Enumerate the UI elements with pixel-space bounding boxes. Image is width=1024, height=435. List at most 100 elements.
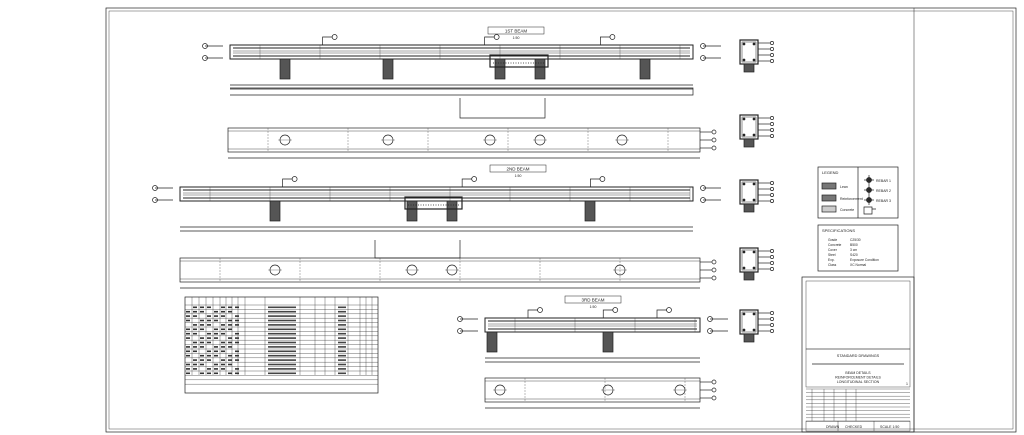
table-cell-value xyxy=(268,372,296,375)
callout-circle xyxy=(770,317,774,321)
project-line: BEAM DETAILS xyxy=(845,371,871,375)
leader-line xyxy=(600,36,611,45)
beam-title-1: 1ST BEAM 1:50 xyxy=(487,26,545,40)
detail-box xyxy=(404,196,463,210)
table-cell-value xyxy=(193,310,197,313)
table-cell-value xyxy=(207,319,211,322)
table-cell-value xyxy=(221,310,225,313)
project-line: LONGITUDINAL SECTION xyxy=(837,380,880,384)
rebar-symbol-icon xyxy=(864,175,874,185)
table-cell-value xyxy=(235,315,239,317)
spec-value: 3 cm xyxy=(850,248,857,252)
table-cell-value xyxy=(338,368,346,370)
callout-circle xyxy=(711,275,717,281)
column xyxy=(486,331,498,353)
rebar-dot xyxy=(742,42,746,46)
callout-circle xyxy=(700,185,706,191)
callout-circle xyxy=(666,307,672,313)
table-cell-value xyxy=(193,359,197,361)
table-cell-value xyxy=(221,363,225,366)
rebar-dot xyxy=(742,117,746,121)
column xyxy=(382,58,394,80)
scale-text: SCALE 1:50 xyxy=(880,425,899,429)
legend-box: LEGEND Lean Reinforcement Concrete REBAR… xyxy=(817,166,899,219)
table-cell-value xyxy=(338,350,346,353)
table-cell-value xyxy=(268,341,296,344)
table-cell-value xyxy=(214,350,218,353)
cross-section xyxy=(739,39,774,73)
table-outline xyxy=(184,296,379,394)
beam-scale-text: 1:50 xyxy=(590,305,597,309)
table-cell-value xyxy=(186,310,190,313)
table-cell-value xyxy=(268,368,296,370)
callout-circle xyxy=(770,116,774,120)
callout-circle xyxy=(537,307,543,313)
leader-line xyxy=(282,178,293,187)
table-cell-value xyxy=(200,310,204,313)
stirrup xyxy=(741,181,757,203)
callout-circle xyxy=(770,122,774,126)
table-cell-value xyxy=(214,363,218,366)
callout-circle xyxy=(711,145,717,151)
table-cell-value xyxy=(268,328,296,331)
beam-plan xyxy=(227,127,717,159)
legend-item: Reinforcement xyxy=(840,197,863,201)
sheet-number: 1 xyxy=(906,382,908,386)
table-cell-value xyxy=(214,337,218,339)
table-cell-value xyxy=(221,346,225,348)
callout-circle xyxy=(457,328,463,334)
checked-by: CHECKED xyxy=(845,425,863,429)
spec-value: XC Normal xyxy=(850,263,866,267)
beam-outline xyxy=(179,186,694,202)
table-cell-value xyxy=(200,354,204,357)
table-cell-value xyxy=(193,368,197,370)
rebar-dot xyxy=(742,182,746,186)
callout-circle xyxy=(770,199,774,203)
table-cell-value xyxy=(235,306,239,309)
callout-circle xyxy=(770,329,774,333)
table-cell-value xyxy=(186,350,190,353)
table-cell-value xyxy=(200,306,204,309)
callout-circle xyxy=(711,387,717,393)
table-cell-value xyxy=(200,359,204,361)
cross-section xyxy=(739,179,774,213)
table-cell-value xyxy=(207,337,211,339)
table-cell-value xyxy=(186,354,190,357)
rebar-dot xyxy=(742,250,746,254)
column xyxy=(494,58,506,80)
table-cell-value xyxy=(228,346,232,348)
table-cell-value xyxy=(338,337,346,339)
inner-frame xyxy=(108,10,1014,430)
table-cell-value xyxy=(228,310,232,313)
callout-circle xyxy=(707,316,713,322)
callout-circle xyxy=(152,197,158,203)
table-cell-value xyxy=(186,346,190,348)
callout-circle xyxy=(493,34,500,40)
table-cell-value xyxy=(200,346,204,348)
table-cell-value xyxy=(338,328,346,331)
table-cell-value xyxy=(207,350,211,353)
project-line: REINFORCEMENT DETAILS xyxy=(835,376,881,380)
specs-title: SPECIFICATIONS xyxy=(822,228,855,233)
drawn-by: DRAWN xyxy=(826,425,840,429)
callout-circle xyxy=(711,379,717,385)
table-cell-value xyxy=(228,354,232,357)
table-cell-value xyxy=(214,310,218,313)
rebar-dot xyxy=(752,182,756,186)
callout-circle xyxy=(711,267,717,273)
beam-elevation xyxy=(457,307,728,363)
section-outline xyxy=(739,309,759,335)
table-cell-value xyxy=(338,310,346,313)
table-cell-value xyxy=(268,346,296,348)
table-cell-value xyxy=(200,363,204,366)
table-cell-value xyxy=(186,337,190,339)
table-cell-value xyxy=(214,332,218,335)
callout-circle xyxy=(770,128,774,132)
spec-label: Concrete xyxy=(828,243,842,247)
rebar-dot xyxy=(742,198,746,202)
rebar-dot xyxy=(742,328,746,332)
callout-circle xyxy=(770,193,774,197)
table-cell-value xyxy=(228,324,232,326)
spec-label: Class xyxy=(828,263,837,267)
table-cell-value xyxy=(338,319,346,322)
